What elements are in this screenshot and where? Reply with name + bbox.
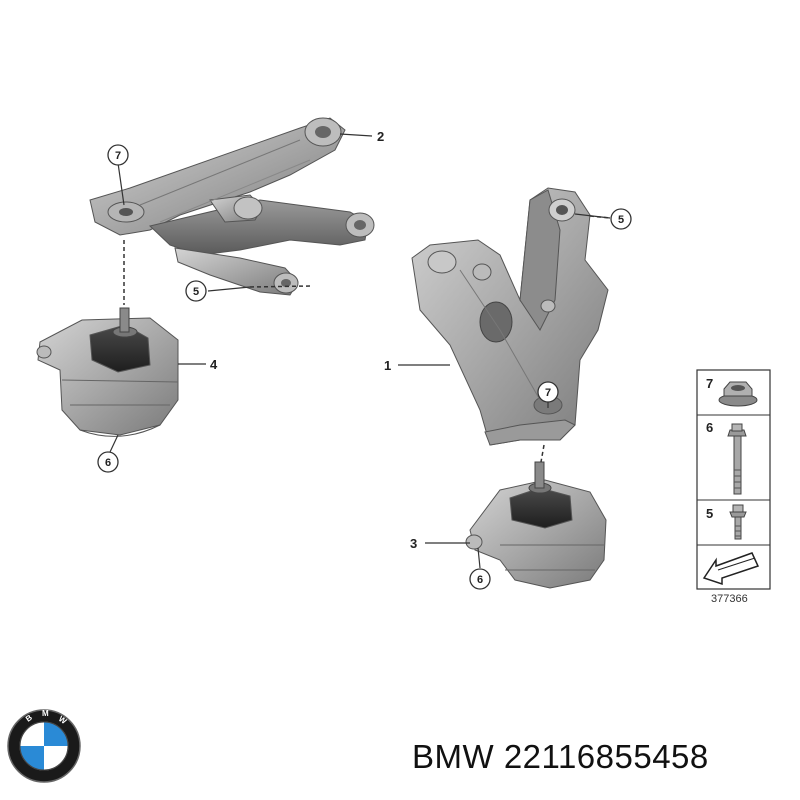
upper-arm-assembly — [89, 117, 375, 296]
short-bolt-icon — [729, 504, 747, 540]
svg-text:B: B — [24, 713, 34, 724]
callout-circle-arm-nut: 7 — [537, 381, 559, 403]
leader-part2 — [339, 133, 373, 137]
svg-text:W: W — [57, 714, 69, 726]
axis-bracket-bolt — [589, 215, 611, 219]
flange-nut-icon — [718, 381, 758, 407]
axis-arm-bolt — [249, 285, 311, 288]
leader-arm-bolt — [207, 286, 251, 292]
callout-part4: 4 — [210, 357, 218, 372]
axis-right — [540, 444, 545, 463]
legend-num-short-bolt: 5 — [706, 506, 713, 521]
callout-arm-bolt: 5 — [193, 286, 199, 298]
caption-part-number: 22116855458 — [503, 738, 709, 775]
engine-bracket — [411, 187, 609, 446]
leader-mount-left-bolt — [109, 434, 119, 453]
engine-mount-left — [36, 307, 179, 437]
leader-mount-right-bolt — [477, 547, 481, 569]
callout-mount-right-bolt: 6 — [477, 574, 483, 586]
callout-part1: 1 — [384, 358, 391, 373]
callout-circle-bracket-nut: 7 — [107, 144, 129, 166]
callout-arm-nut: 7 — [545, 387, 551, 399]
legend-num-long-bolt: 6 — [706, 420, 713, 435]
callout-part2: 2 — [377, 129, 384, 144]
callout-circle-mount-left-bolt: 6 — [97, 451, 119, 473]
bmw-logo: B M W — [7, 709, 81, 783]
svg-text:M: M — [42, 709, 49, 718]
caption-brand: BMW — [412, 738, 495, 775]
callout-mount-left-bolt: 6 — [105, 457, 111, 469]
callout-part3: 3 — [410, 536, 417, 551]
hardware-legend: 7 6 5 — [696, 369, 771, 590]
legend-num-nut: 7 — [706, 376, 713, 391]
callout-circle-arm-bolt: 5 — [185, 280, 207, 302]
long-bolt-icon — [727, 423, 747, 495]
diagram-number: 377366 — [711, 593, 748, 605]
callout-bracket-bolt: 5 — [618, 214, 624, 226]
part-caption: BMW 22116855458 — [412, 738, 709, 776]
engine-mount-right — [465, 461, 607, 589]
callout-bracket-nut: 7 — [115, 150, 121, 162]
callout-circle-bracket-bolt: 5 — [610, 208, 632, 230]
leader-bracket-nut — [117, 162, 125, 206]
direction-arrow-icon — [702, 552, 760, 586]
callout-circle-mount-right-bolt: 6 — [469, 568, 491, 590]
